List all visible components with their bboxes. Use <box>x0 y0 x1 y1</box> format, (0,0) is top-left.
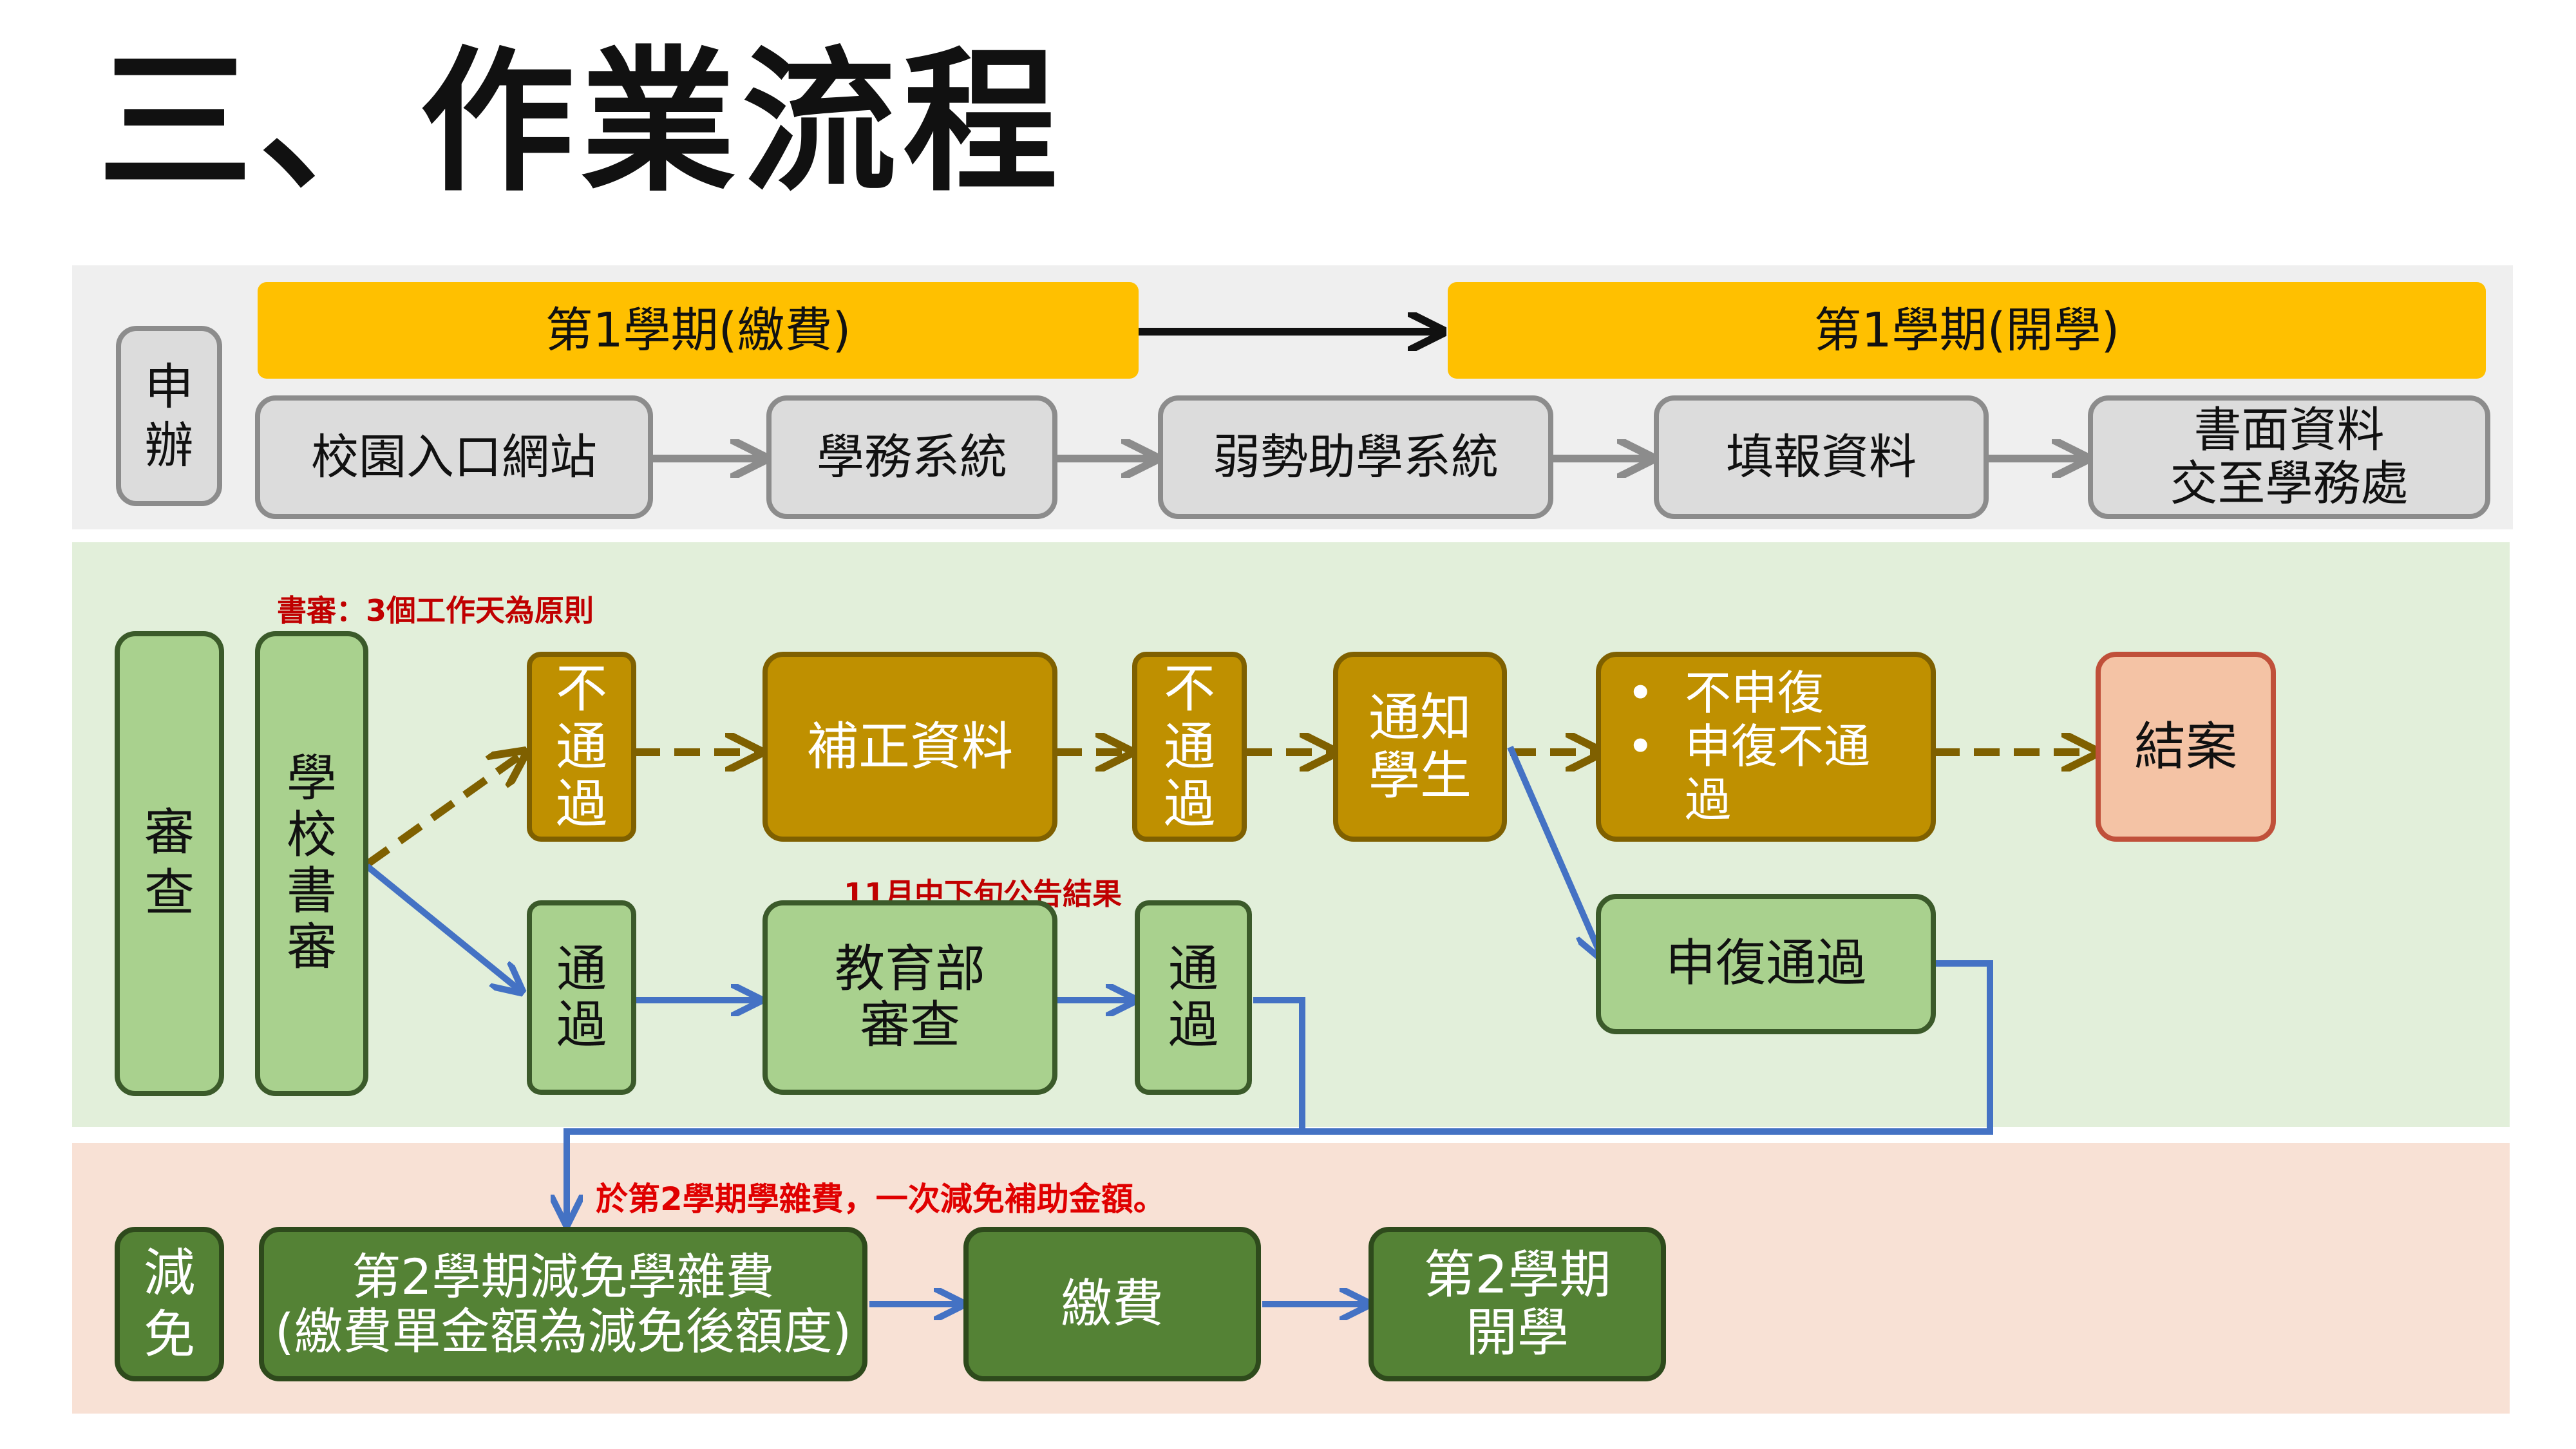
page-title: 三、作業流程 <box>98 32 1065 213</box>
step-fill-data: 填報資料 <box>1654 395 1989 519</box>
pass-second: 通 過 <box>1135 900 1252 1095</box>
note-school-review: 書審：3個工作天為原則 <box>277 593 594 628</box>
step-campus-portal: 校園入口網站 <box>255 395 653 519</box>
pay-fee-step: 繳費 <box>963 1227 1261 1381</box>
lane-label-apply: 申 辦 <box>116 326 222 506</box>
pass-first: 通 過 <box>527 900 636 1095</box>
appeal-passed: 申復通過 <box>1596 894 1936 1034</box>
step-aid-system: 弱勢助學系統 <box>1158 395 1553 519</box>
appeal-option-no-appeal: •不申復 <box>1627 666 1824 721</box>
close-case: 結案 <box>2096 652 2276 842</box>
waive-tuition-step: 第2學期減免學雜費 (繳費單金額為減免後額度) <box>259 1227 867 1381</box>
semester2-start-step: 第2學期 開學 <box>1368 1227 1666 1381</box>
notify-student: 通知 學生 <box>1333 652 1507 842</box>
note-waive: 於第2學期學雜費，一次減免補助金額。 <box>596 1180 1166 1218</box>
banner-semester1-pay: 第1學期(繳費) <box>258 282 1139 379</box>
appeal-option-appeal-failed: •申復不通 <box>1627 719 1871 774</box>
blue-connector-appeal <box>567 960 1993 1224</box>
moe-review: 教育部 審查 <box>762 900 1057 1095</box>
banner-semester1-start: 第1學期(開學) <box>1448 282 2486 379</box>
gold-arrow-school-fail <box>365 752 525 867</box>
school-review: 學 校 書 審 <box>255 631 368 1096</box>
fail-second: 不 通 過 <box>1132 652 1247 842</box>
appeal-options: •不申復 •申復不通 過 <box>1596 652 1936 842</box>
blue-connector-pass <box>1253 997 1305 1132</box>
blue-arrow-notify-appeal <box>1507 746 1602 958</box>
step-student-affairs-system: 學務系統 <box>766 395 1057 519</box>
step-submit-documents: 書面資料 交至學務處 <box>2088 395 2490 519</box>
fail-first: 不 通 過 <box>527 652 636 842</box>
lane-label-waive: 減 免 <box>115 1227 224 1381</box>
supplement-data: 補正資料 <box>762 652 1057 842</box>
blue-arrow-school-pass <box>365 864 522 992</box>
lane-label-review: 審 查 <box>115 631 224 1096</box>
